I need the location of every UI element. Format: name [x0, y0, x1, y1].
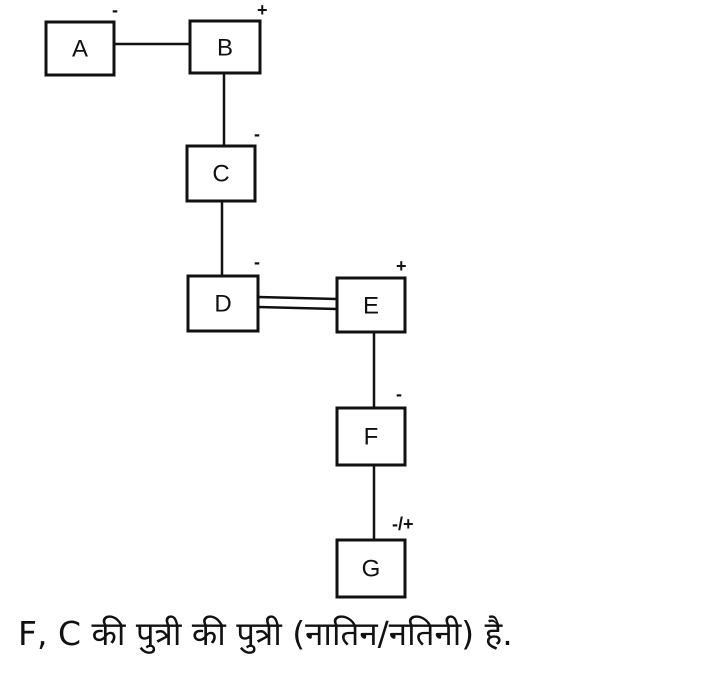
node-e: E +	[335, 256, 407, 334]
edge-d-e-marriage-1	[257, 295, 338, 301]
node-c: C -	[185, 124, 260, 203]
svg-text:-: -	[254, 124, 260, 144]
svg-text:+: +	[396, 256, 407, 276]
node-g: G -/+	[335, 514, 414, 599]
node-b: B +	[188, 0, 268, 75]
svg-text:E: E	[363, 293, 379, 320]
svg-text:G: G	[362, 556, 381, 583]
svg-text:-: -	[396, 384, 402, 404]
svg-text:-/+: -/+	[392, 514, 414, 534]
svg-text:A: A	[72, 36, 88, 63]
svg-text:C: C	[212, 161, 229, 188]
svg-text:F: F	[364, 424, 379, 451]
svg-text:B: B	[217, 35, 233, 62]
svg-text:-: -	[254, 252, 260, 272]
node-f: F -	[335, 384, 407, 467]
svg-text:D: D	[214, 291, 231, 318]
svg-text:+: +	[257, 0, 268, 20]
edge-d-e-marriage-2	[257, 305, 338, 311]
svg-text:-: -	[112, 0, 118, 20]
caption: F, C की पुत्री की पुत्री (नातिन/नतिनी) ह…	[18, 614, 513, 653]
node-a: A -	[44, 0, 118, 77]
node-d: D -	[186, 252, 260, 333]
